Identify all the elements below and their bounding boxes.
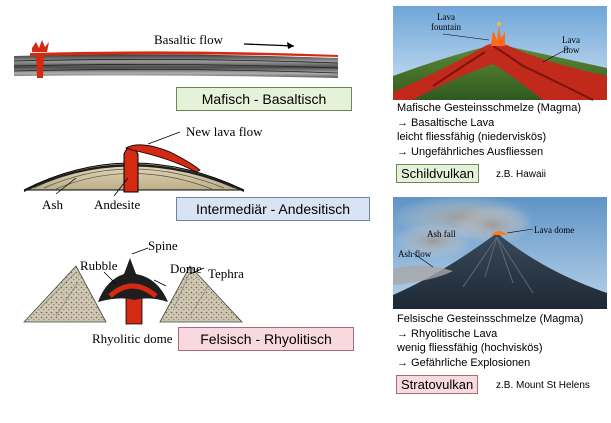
mafic-example: z.B. Hawaii [496,169,546,180]
felsic-line-4: → Gefährliche Explosionen [397,356,583,371]
stratovolcano-tag: Stratovulkan [396,375,478,394]
lava-fountain-label-line2: fountain [431,22,461,32]
basaltic-flow-label: Basaltic flow [154,32,223,48]
basalt-fountain [32,40,49,52]
lava-flow-label-line1: Lava [562,35,580,45]
intermediate-tag: Intermediär - Andesitisch [176,197,370,221]
felsic-line-3: wenig fliessfähig (hochviskös) [397,341,583,356]
mafic-tag: Mafisch - Basaltisch [176,87,352,111]
lava-fountain-label-line1: Lava [437,12,455,22]
rubble-label: Rubble [80,258,118,274]
mafic-line-3: leicht fliessfähig (niederviskös) [397,130,581,145]
rhyolitic-dome-label: Rhyolitic dome [92,331,173,347]
ash-fall-label: Ash fall [427,229,456,239]
basalt-conduit [36,54,44,78]
left-tephra-cone [24,266,106,322]
andesite-label: Andesite [94,197,140,213]
lava-dome-label: Lava dome [534,225,574,235]
spine-label: Spine [148,238,178,254]
mafic-line-2: → Basaltische Lava [397,116,581,131]
felsic-line-2: → Rhyolitische Lava [397,327,583,342]
felsic-line-1: Felsische Gesteinsschmelze (Magma) [397,312,583,327]
ash-label: Ash [42,197,63,213]
ash-flow-label: Ash flow [398,249,431,259]
shield-volcano-tag: Schildvulkan [396,164,479,183]
tephra-label: Tephra [208,266,244,282]
new-lava-flow-label: New lava flow [186,124,263,140]
mafic-line-1: Mafische Gesteinsschmelze (Magma) [397,101,581,116]
felsic-example: z.B. Mount St Helens [496,380,590,391]
rhyolitic-dome-diagram [20,246,250,326]
flow-arrow [244,44,294,46]
felsic-description: Felsische Gesteinsschmelze (Magma) → Rhy… [397,312,583,370]
dome-label: Dome [170,261,202,277]
mafic-description: Mafische Gesteinsschmelze (Magma) → Basa… [397,101,581,159]
andesite-conduit [124,147,138,192]
mafic-line-4: → Ungefährliches Ausfliessen [397,145,581,160]
lava-flow-label-line2: flow [563,45,580,55]
felsic-tag: Felsisch - Rhyolitisch [178,327,354,351]
